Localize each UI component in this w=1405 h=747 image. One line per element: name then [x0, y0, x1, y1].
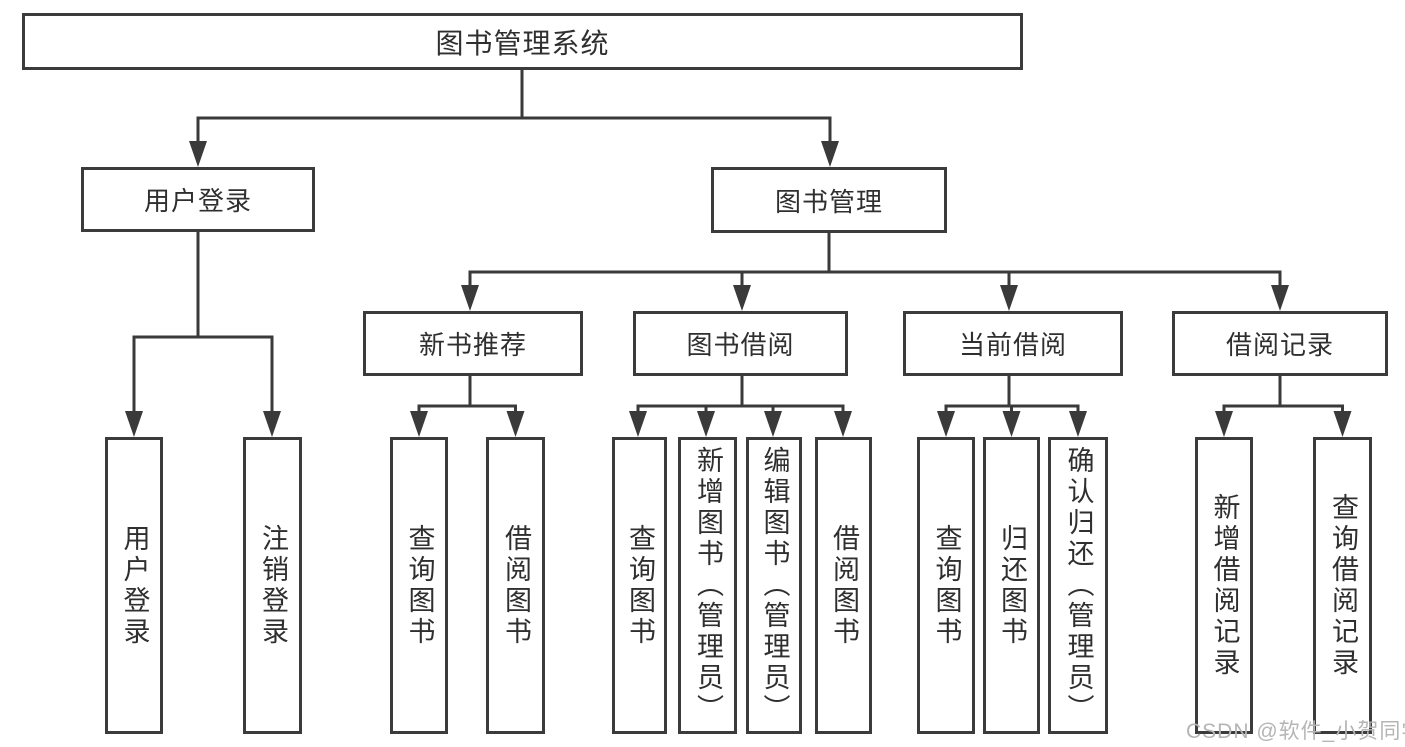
leaf-current-return-book: 归还图书 — [983, 437, 1040, 734]
leaf-current-query-book-label: 查询图书 — [931, 523, 962, 648]
leaf-recommend-query-book-label: 查询图书 — [404, 523, 435, 648]
node-book-borrow-label: 图书借阅 — [686, 330, 795, 360]
connector-borrow-record — [1215, 376, 1352, 437]
node-new-book-recommend-label: 新书推荐 — [418, 330, 527, 360]
node-user-login-label: 用户登录 — [143, 186, 252, 216]
leaf-logout-login-label: 注销登录 — [258, 523, 288, 648]
leaf-recommend-query-book: 查询图书 — [390, 437, 448, 734]
leaf-user-login: 用户登录 — [105, 437, 163, 734]
leaf-recommend-borrow-book-label: 借阅图书 — [501, 523, 531, 648]
leaf-borrow-query-book: 查询图书 — [612, 437, 667, 734]
node-current-borrow: 当前借阅 — [903, 311, 1123, 376]
connector-book-borrow — [629, 376, 852, 437]
connector-book-management — [461, 233, 1289, 311]
leaf-borrow-add-book: 新增图书（管理员） — [678, 437, 737, 734]
leaf-current-confirm-return-label: 确认归还（管理员） — [1063, 446, 1094, 725]
node-root: 图书管理系统 — [22, 13, 1023, 70]
leaf-record-add-record: 新增借阅记录 — [1195, 437, 1253, 734]
node-book-management-label: 图书管理 — [774, 186, 883, 217]
csdn-watermark: CSDN @软件_小贺同学 — [1186, 720, 1405, 743]
leaf-borrow-add-book-label: 新增图书（管理员） — [693, 446, 723, 725]
leaf-borrow-borrow-book-label: 借阅图书 — [829, 523, 859, 648]
node-book-borrow: 图书借阅 — [633, 311, 848, 376]
node-new-book-recommend: 新书推荐 — [363, 311, 583, 376]
leaf-current-confirm-return: 确认归还（管理员） — [1048, 437, 1108, 734]
connector-root — [189, 70, 839, 167]
leaf-borrow-borrow-book: 借阅图书 — [815, 437, 872, 734]
node-book-management: 图书管理 — [711, 167, 947, 233]
connector-user-login — [125, 232, 281, 437]
leaf-current-query-book: 查询图书 — [917, 437, 975, 734]
node-user-login: 用户登录 — [81, 167, 315, 232]
leaf-record-query-record-label: 查询借阅记录 — [1328, 492, 1358, 679]
node-root-label: 图书管理系统 — [435, 27, 610, 59]
leaf-record-add-record-label: 新增借阅记录 — [1209, 492, 1240, 679]
leaf-record-query-record: 查询借阅记录 — [1313, 437, 1372, 734]
leaf-recommend-borrow-book: 借阅图书 — [486, 437, 545, 734]
leaf-current-return-book-label: 归还图书 — [997, 523, 1027, 648]
leaf-borrow-query-book-label: 查询图书 — [625, 523, 655, 648]
connector-new-book-recommend — [410, 376, 525, 437]
node-current-borrow-label: 当前借阅 — [958, 330, 1067, 360]
connector-current-borrow — [937, 376, 1087, 437]
leaf-borrow-edit-book: 编辑图书（管理员） — [746, 437, 802, 734]
leaf-user-login-label: 用户登录 — [119, 523, 150, 648]
node-borrow-record-label: 借阅记录 — [1225, 330, 1334, 360]
node-borrow-record: 借阅记录 — [1172, 311, 1388, 376]
leaf-logout-login: 注销登录 — [243, 437, 302, 734]
leaf-borrow-edit-book-label: 编辑图书（管理员） — [759, 446, 790, 725]
